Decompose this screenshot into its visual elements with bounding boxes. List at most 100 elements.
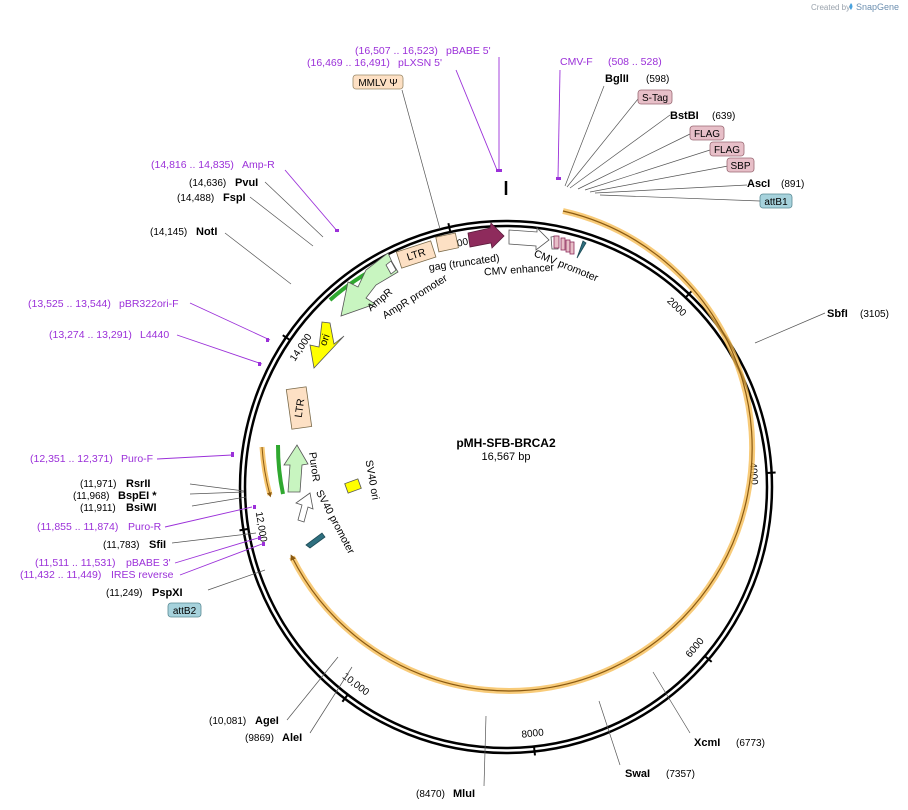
box-s-tag: S-Tag [637,89,673,105]
ltr-top-label: LTR [405,246,427,263]
enzyme-site-noti: (14,145) NotI [150,226,217,238]
box-sbp: SBP [726,157,755,173]
ori-arrow: ori [309,321,345,369]
enzyme-site-agei: (10,081) AgeI [209,715,279,727]
puro-arc [259,446,273,498]
sv40-promoter-label: SV40 promoter [313,488,357,556]
enzyme-pos: (10,081) [209,716,246,727]
primer-l4440: (13,274 .. 13,291) L4440 [49,329,169,341]
primer-name: Puro-F [121,453,153,465]
primer-range: (16,469 .. 16,491) [307,57,390,69]
enzyme-site-pspxi: (11,249) PspXI [106,587,183,599]
insert-arc [289,208,756,694]
primer-name: Amp-R [242,159,275,171]
sv40-ori-feature [344,478,362,494]
credit-brand: SnapGene [856,2,899,12]
primer-range: (12,351 .. 12,371) [30,453,113,465]
enzyme-site-rsrii: (11,971) RsrII [80,478,150,490]
box-flag-1: FLAG [689,125,725,141]
primer-name: pBR322ori-F [119,298,179,310]
cmv-enhancer-arrow [508,227,550,251]
primer-name: pBABE 5' [446,45,491,57]
enzyme-pos: (9869) [245,733,274,744]
sv40-ori-label: SV40 ori [363,459,382,501]
primer-range: (14,816 .. 14,835) [151,159,234,171]
ltr-mid-label: LTR [293,397,308,418]
enzyme-pos: (11,783) [103,540,140,551]
puror-label: PuroR [306,451,322,483]
enzyme-name: AgeI [255,715,279,727]
primer-pbabe5: (16,507 .. 16,523) pBABE 5' [355,45,491,57]
primer-range: (11,855 .. 11,874) [37,521,118,533]
enzyme-name: PvuI [235,177,258,189]
enzyme-leaders [171,85,826,787]
tag-leaders [566,98,761,202]
primer-leaders [156,57,561,576]
primer-markers [231,169,561,546]
enzyme-site-bspei: (11,968) BspEI * [73,490,157,502]
ltr-top-feature: LTR [395,232,459,269]
enzyme-site-fspi: (14,488) FspI [177,192,246,204]
enzyme-site-alei: (9869) AleI [245,732,302,744]
sv40-promoter-arrow [295,492,314,523]
enzyme-name: SwaI [625,768,650,780]
enzyme-name: XcmI [694,737,720,749]
ltr-mid-feature: LTR [285,386,313,430]
enzyme-pos: (8470) [416,789,445,800]
primer-purof: (12,351 .. 12,371) Puro-F [30,453,153,465]
enzyme-site-bstbi: BstBI (639) [670,110,735,122]
enzyme-site-asci: AscI (891) [747,178,804,190]
enzyme-name: PspXI [152,587,183,599]
plasmid-length: 16,567 bp [482,451,531,463]
tick-label: 12,000 [253,511,269,543]
enzyme-pos: (3105) [860,309,889,320]
tick-mark [533,746,536,756]
tick-mark [341,694,349,703]
box-flag-2: FLAG [709,141,745,157]
tick-label: 10,000 [340,671,371,699]
enzyme-pos: (598) [646,74,669,85]
primer-name: CMV-F [560,56,593,68]
tick-label: 2000 [664,296,688,320]
enzyme-site-pvui: (14,636) PvuI [189,177,258,189]
box-attb1: attB1 [759,193,793,209]
gag-arrow [467,222,505,249]
enzyme-name: BsiWI [126,502,157,514]
box-label: MMLV Ψ [358,78,397,89]
enzyme-name: BspEI * [118,490,157,502]
enzyme-site-bglii: BglII (598) [605,73,669,85]
primer-range: (13,525 .. 13,544) [28,298,111,310]
primer-name: pLXSN 5' [398,57,442,69]
enzyme-name: AleI [282,732,302,744]
enzyme-site-sbfi: SbfI (3105) [827,308,889,320]
enzyme-site-bsiwi: (11,911) BsiWI [80,502,157,514]
tick-mark [684,290,693,299]
enzyme-pos: (11,249) [106,588,143,599]
primer-puror: (11,855 .. 11,874) Puro-R [37,521,162,533]
tick-mark [704,655,713,663]
box-label: SBP [730,161,750,172]
primer-name: pBABE 3' [126,557,171,569]
tick-mark [282,334,291,342]
primer-name: Puro-R [128,521,162,533]
ori-label: ori [317,332,332,347]
primer-range: (13,274 .. 13,291) [49,329,132,341]
enzyme-name: AscI [747,178,770,190]
puror-arrow [283,444,309,493]
enzyme-pos: (11,911) [80,503,116,514]
primer-range: (16,507 .. 16,523) [355,45,438,57]
enzyme-name: BstBI [670,110,699,122]
primer-ampr: (14,816 .. 14,835) Amp-R [151,159,275,171]
primer-iresreverse: (11,432 .. 11,449) IRES reverse [20,569,174,581]
snapgene-logo-icon [849,3,853,10]
primer-range: (11,511 .. 11,531) [35,557,116,569]
primer-name: IRES reverse [111,569,174,581]
tag-cluster [553,235,587,259]
ampr-arrow [340,252,399,317]
box-label: FLAG [714,145,740,156]
credit-prefix: Created by [811,3,850,12]
enzyme-name: BglII [605,73,629,85]
plasmid-name: pMH-SFB-BRCA2 [456,436,556,450]
enzyme-pos: (14,636) [189,178,226,189]
